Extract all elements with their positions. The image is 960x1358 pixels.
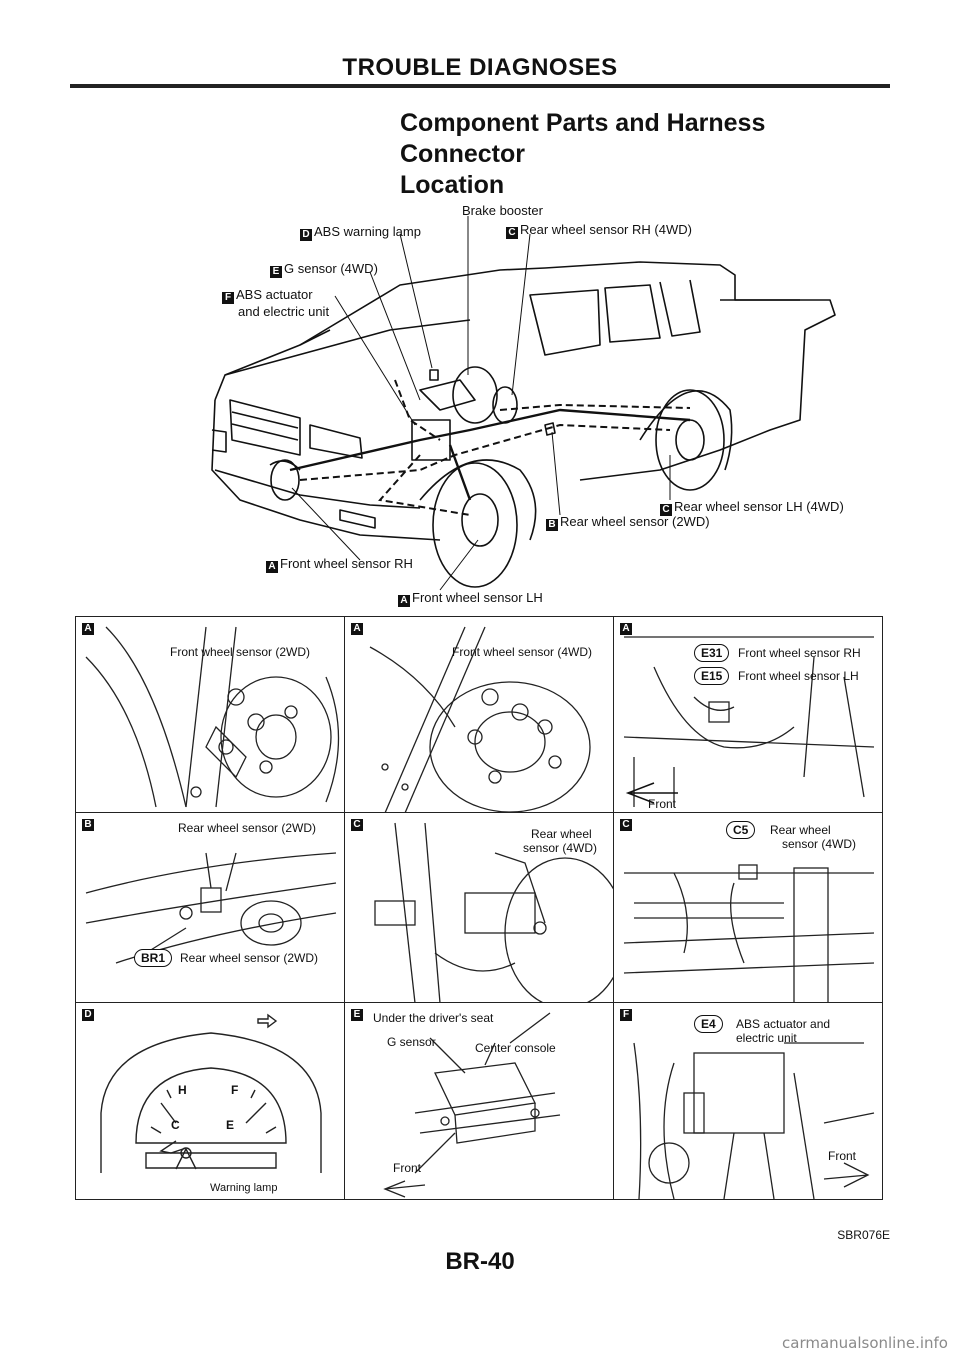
tag-a-icon: A bbox=[620, 623, 632, 635]
tag-a-icon: A bbox=[351, 623, 363, 635]
panel-a-connectors-drawing bbox=[623, 636, 875, 807]
front-arrow-icon bbox=[383, 1180, 426, 1198]
connector-br1: BR1 bbox=[134, 949, 173, 967]
tag-e-icon: E bbox=[270, 266, 282, 278]
panel-a-4wd-drawing bbox=[369, 626, 591, 812]
tag-a-icon: A bbox=[266, 561, 278, 573]
panel-e-seat-label: Under the driver's seat bbox=[373, 1011, 494, 1025]
panel-a-front-label: Front bbox=[648, 797, 677, 811]
panel-a-2wd-label: Front wheel sensor (2WD) bbox=[170, 645, 311, 659]
panel-a-4wd: A Front wheel sensor (4WD) bbox=[345, 617, 614, 813]
panel-e-gsensor: E Under the driver's seat G sensor Cente… bbox=[345, 1003, 614, 1199]
gauge-f: F bbox=[231, 1083, 239, 1097]
panel-f-actuator: F E4 ABS actuator and electric unit Fron… bbox=[614, 1003, 882, 1199]
panel-a-rh-label: Front wheel sensor RH bbox=[738, 646, 861, 660]
panel-b-label-bottom: Rear wheel sensor (2WD) bbox=[180, 951, 319, 965]
panel-c-label-2: sensor (4WD) bbox=[523, 841, 598, 855]
panel-b-label-top: Rear wheel sensor (2WD) bbox=[178, 821, 317, 835]
panel-f-label-1: ABS actuator and bbox=[736, 1017, 831, 1031]
gauge-h: H bbox=[178, 1083, 187, 1097]
watermark: carmanualsonline.info bbox=[782, 1334, 948, 1352]
section-title-line1: Component Parts and Harness Connector bbox=[400, 109, 766, 168]
tag-d-icon: D bbox=[300, 229, 312, 241]
panel-d-warning-label: Warning lamp bbox=[210, 1182, 278, 1194]
tag-f-icon: F bbox=[222, 292, 234, 304]
tag-c-icon: C bbox=[506, 227, 518, 239]
panel-a-lh-label: Front wheel sensor LH bbox=[738, 669, 859, 683]
panel-d-gauge-drawing bbox=[100, 1013, 322, 1173]
front-arrow-icon bbox=[625, 782, 678, 804]
tag-a-icon: A bbox=[82, 623, 94, 635]
panel-c-right-label-1: Rear wheel bbox=[770, 823, 831, 837]
panel-c-4wd-right-drawing bbox=[623, 864, 875, 1002]
section-title-line2: Location bbox=[400, 171, 505, 199]
panel-d-gauge: D H C F E Warning lamp bbox=[76, 1003, 345, 1199]
panel-f-label-2: electric unit bbox=[736, 1031, 797, 1045]
connector-c5: C5 bbox=[726, 821, 756, 839]
header-rule bbox=[70, 84, 890, 88]
panel-a-connectors: A E31 Front wheel sensor RH E15 Front wh… bbox=[614, 617, 882, 813]
panel-c-right-label-2: sensor (4WD) bbox=[782, 837, 857, 851]
panel-e-gsensor-label: G sensor bbox=[387, 1035, 436, 1049]
panel-c-4wd-left-drawing bbox=[374, 822, 613, 1002]
detail-photo-grid: A Front wheel sensor (2WD) A Front wheel… bbox=[75, 616, 883, 1200]
tag-b-icon: B bbox=[82, 819, 94, 831]
panel-b-2wd: B Rear wheel sensor (2WD) BR1 Rear wheel… bbox=[76, 813, 345, 1003]
tag-b-icon: B bbox=[546, 519, 558, 531]
panel-c-label-1: Rear wheel bbox=[531, 827, 592, 841]
section-title: Component Parts and Harness Connector Lo… bbox=[400, 108, 880, 201]
tag-d-icon: D bbox=[82, 1009, 94, 1021]
tag-c-icon: C bbox=[620, 819, 632, 831]
connector-e15: E15 bbox=[694, 667, 730, 685]
panel-e-console-label: Center console bbox=[475, 1041, 556, 1055]
panel-e-front-label: Front bbox=[393, 1161, 422, 1175]
tag-e-icon: E bbox=[351, 1009, 363, 1021]
page-number: BR-40 bbox=[445, 1248, 515, 1275]
front-arrow-icon bbox=[823, 1162, 870, 1188]
gauge-c: C bbox=[171, 1118, 180, 1132]
panel-e-gsensor-drawing bbox=[383, 1012, 561, 1198]
label-brake-booster: Brake booster bbox=[462, 203, 543, 218]
panel-a-4wd-label: Front wheel sensor (4WD) bbox=[452, 645, 593, 659]
panel-f-front-label: Front bbox=[828, 1149, 857, 1163]
figure-code: SBR076E bbox=[837, 1228, 890, 1242]
panel-a-2wd: A Front wheel sensor (2WD) bbox=[76, 617, 345, 813]
panel-c-4wd-right: C C5 Rear wheel sensor (4WD) bbox=[614, 813, 882, 1003]
tag-f-icon: F bbox=[620, 1009, 632, 1021]
panel-c-4wd-left: C Rear wheel sensor (4WD) bbox=[345, 813, 614, 1003]
page-header: TROUBLE DIAGNOSES bbox=[342, 54, 618, 81]
connector-e31: E31 bbox=[694, 644, 730, 662]
vehicle-illustration bbox=[211, 216, 836, 591]
gauge-e: E bbox=[226, 1118, 235, 1132]
panel-f-actuator-drawing bbox=[633, 1042, 875, 1199]
tag-a-icon: A bbox=[398, 595, 410, 607]
panel-b-2wd-drawing bbox=[85, 852, 337, 964]
tag-c-icon: C bbox=[351, 819, 363, 831]
tag-c-icon: C bbox=[660, 504, 672, 516]
connector-e4: E4 bbox=[694, 1015, 723, 1033]
panel-a-2wd-drawing bbox=[85, 626, 340, 808]
front-arrow-icon bbox=[257, 1013, 278, 1029]
